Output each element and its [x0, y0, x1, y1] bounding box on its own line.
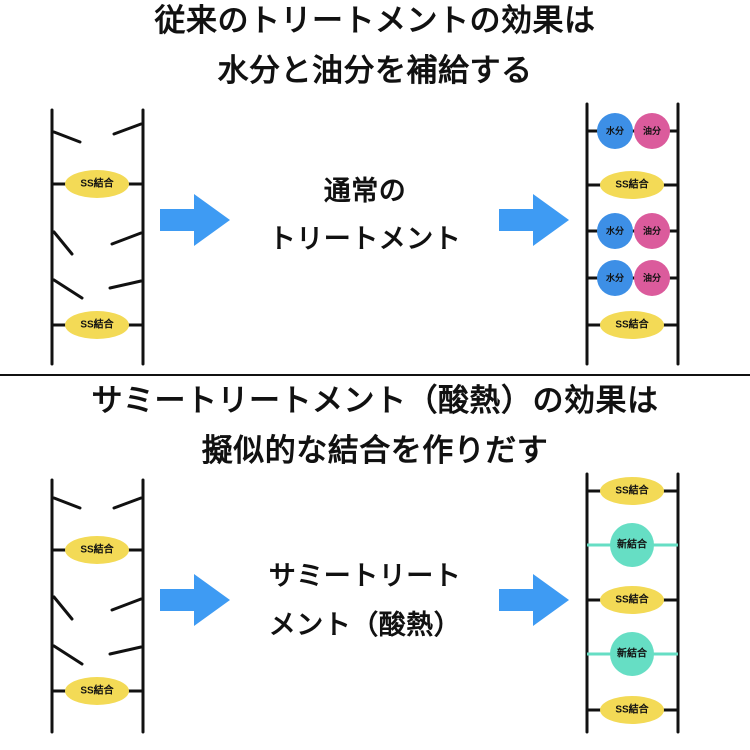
water-oil-circles [597, 113, 670, 296]
ss-bond-oval [65, 677, 129, 705]
broken-bond [110, 231, 143, 246]
broken-bond [110, 597, 143, 612]
arrow-right-icon [499, 574, 569, 626]
ss-bond-label: SS結合 [80, 543, 114, 556]
broken-bond [52, 496, 82, 510]
ss-bond-label: SS結合 [615, 593, 649, 606]
arrow-right-icon [499, 194, 569, 246]
oil-label: 油分 [643, 272, 661, 283]
broken-bond [52, 644, 84, 666]
arrow-right-icon [160, 574, 230, 626]
bottom-heading-line2: 擬似的な結合を作りだす [201, 433, 549, 469]
bottom-process-label-line2: メント（酸熱） [268, 610, 462, 641]
ss-bond-ovals [65, 170, 664, 724]
ss-bond-oval [600, 586, 664, 614]
oil-circle [634, 113, 670, 149]
top-process-label-line2: トリートメント [268, 224, 462, 255]
arrows [160, 194, 569, 626]
oil-label: 油分 [643, 125, 661, 136]
water-circle [597, 260, 633, 296]
arrow-right-icon [160, 194, 230, 246]
new-bond-circles [610, 523, 654, 676]
bottom-process-label-line1: サミートリート [268, 561, 462, 592]
ss-bond-oval [65, 170, 129, 198]
broken-bond [52, 230, 74, 256]
water-circle [597, 213, 633, 249]
oil-circle [634, 260, 670, 296]
broken-bond [52, 595, 74, 621]
bottom-heading-line1: サミートリートメント（酸熱）の効果は [91, 383, 659, 419]
broken-bond [112, 496, 143, 510]
broken-bond [108, 279, 143, 290]
ss-bond-oval [600, 696, 664, 724]
ss-bond-label: SS結合 [80, 177, 114, 190]
water-label: 水分 [606, 272, 624, 283]
broken-bond [52, 278, 84, 300]
broken-bond [108, 645, 143, 656]
ss-bond-oval [600, 171, 664, 199]
section-divider [0, 374, 750, 376]
new-bond-label: 新結合 [617, 647, 648, 660]
top-heading-line1: 従来のトリートメントの効果は [154, 3, 596, 39]
ss-bond-oval [65, 536, 129, 564]
ss-bond-oval [65, 311, 129, 339]
broken-bond [112, 122, 143, 136]
top-heading-line2: 水分と油分を補給する [217, 53, 533, 89]
new-bond-circle [610, 523, 654, 567]
ss-bond-label: SS結合 [80, 684, 114, 697]
ss-bond-label: SS結合 [615, 484, 649, 497]
new-bond-circle [610, 632, 654, 676]
water-label: 水分 [606, 125, 624, 136]
top-process-label-line1: 通常の [323, 176, 407, 207]
water-circle [597, 113, 633, 149]
ss-bond-label: SS結合 [80, 318, 114, 331]
oil-circle [634, 213, 670, 249]
water-label: 水分 [606, 225, 624, 236]
ss-bond-label: SS結合 [615, 318, 649, 331]
new-bond-label: 新結合 [617, 538, 648, 551]
broken-bond [52, 130, 82, 144]
ss-bond-oval [600, 311, 664, 339]
oil-label: 油分 [643, 225, 661, 236]
ss-bond-oval [600, 477, 664, 505]
ss-bond-label: SS結合 [615, 178, 649, 191]
ss-bond-label: SS結合 [615, 703, 649, 716]
